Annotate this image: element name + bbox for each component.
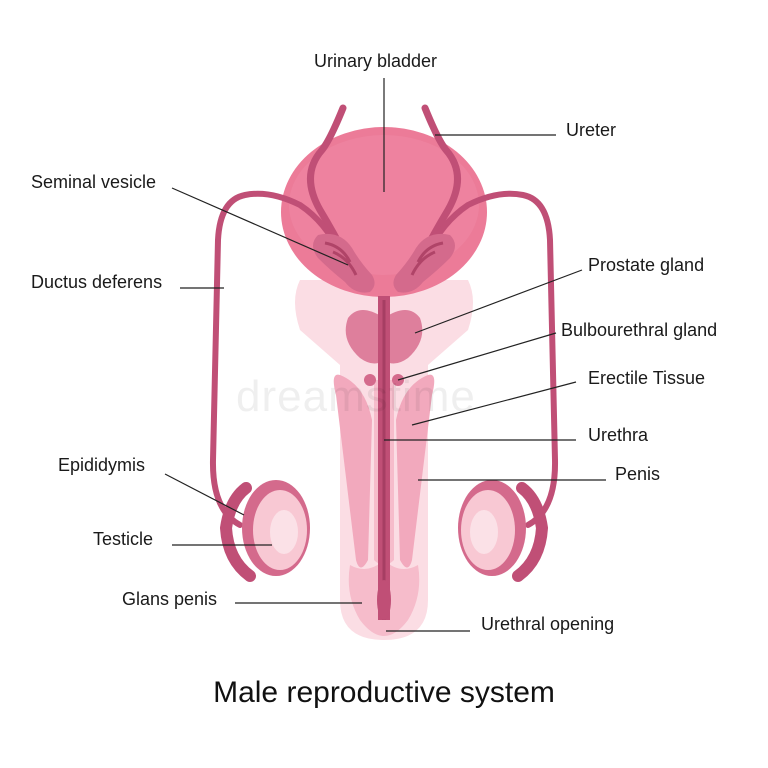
epididymis-leader — [164, 473, 245, 516]
left-ductus-deferens — [209, 190, 348, 528]
right-erectile-tissue — [396, 374, 435, 568]
label-penis: Penis — [615, 464, 661, 484]
label-ductus-deferens: Ductus deferens — [31, 272, 163, 292]
left-erectile-tissue — [333, 374, 372, 568]
label-ureter: Ureter — [566, 120, 617, 140]
erectile-tissue-leader — [411, 381, 577, 426]
label-urethral-opening: Urethral opening — [481, 614, 615, 634]
left-bulbourethral-gland — [364, 374, 376, 386]
watermark: dreamstime — [236, 372, 476, 421]
label-epididymis: Epididymis — [58, 455, 146, 475]
right-epididymis — [512, 482, 549, 582]
bulbourethral-gland-leader — [397, 332, 557, 381]
prostate-gland-leader — [414, 269, 583, 334]
label-urethra: Urethra — [588, 425, 649, 445]
label-bulbourethral-gland: Bulbourethral gland — [561, 320, 718, 340]
label-testicle: Testicle — [93, 529, 154, 549]
diagram-title: Male reproductive system — [213, 676, 555, 709]
right-seminal-vesicle — [393, 233, 455, 293]
label-glans-penis: Glans penis — [122, 589, 218, 609]
label-urinary-bladder: Urinary bladder — [314, 51, 438, 71]
leader-lines — [164, 78, 606, 632]
left-ureter — [307, 104, 349, 259]
label-prostate-gland: Prostate gland — [588, 255, 705, 275]
label-erectile-tissue: Erectile Tissue — [588, 368, 706, 388]
left-epididymis — [219, 482, 256, 582]
seminal-vesicle-leader — [171, 187, 349, 266]
right-ductus-deferens — [420, 190, 559, 528]
label-seminal-vesicle: Seminal vesicle — [31, 172, 157, 192]
